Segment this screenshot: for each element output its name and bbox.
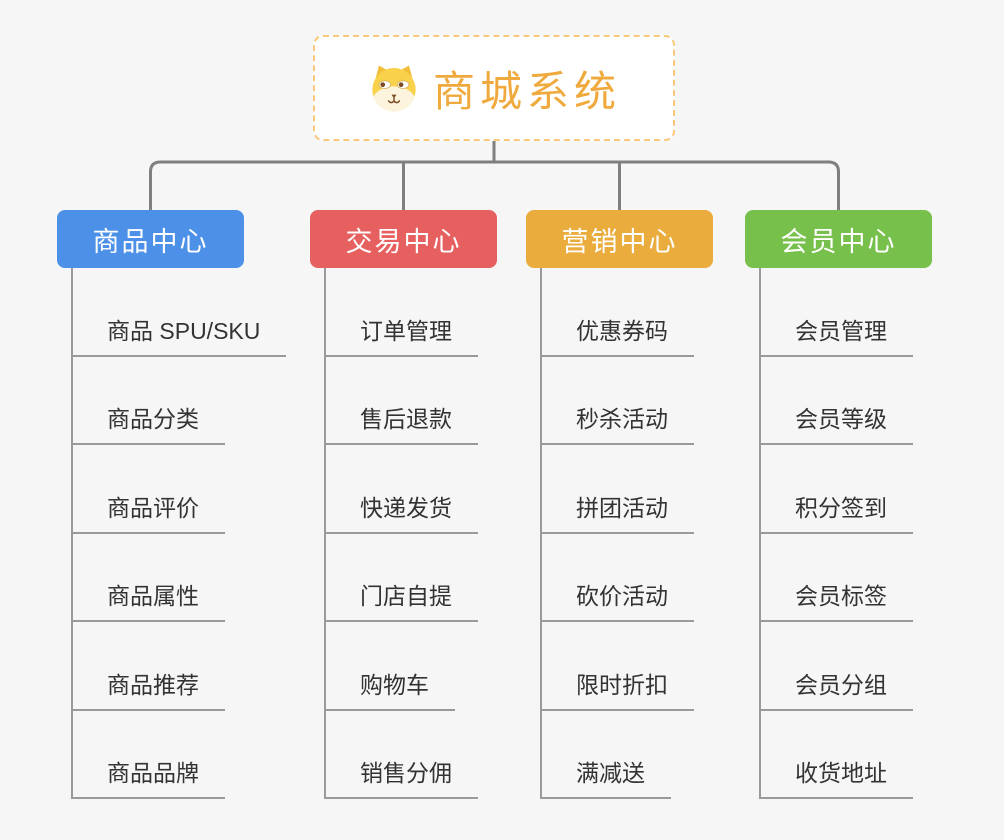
topic-item[interactable]: 商品属性 bbox=[73, 534, 225, 622]
topic-label: 商品 SPU/SKU bbox=[73, 312, 287, 357]
topic-label: 积分签到 bbox=[761, 489, 913, 534]
topic-label: 会员管理 bbox=[761, 312, 913, 357]
branch-marketing-center: 营销中心 优惠券码 秒杀活动 拼团活动 砍价活动 限时折扣 满减送 bbox=[526, 210, 713, 799]
topic-label: 订单管理 bbox=[326, 312, 478, 357]
topic-label: 满减送 bbox=[542, 754, 671, 799]
topic-item[interactable]: 购物车 bbox=[326, 622, 455, 711]
topic-label: 购物车 bbox=[326, 666, 455, 711]
topic-label: 商品评价 bbox=[73, 489, 225, 534]
topic-item[interactable]: 商品品牌 bbox=[73, 711, 225, 799]
branch-member-center: 会员中心 会员管理 会员等级 积分签到 会员标签 会员分组 收货地址 bbox=[745, 210, 932, 799]
topic-label: 商品推荐 bbox=[73, 666, 225, 711]
topic-item[interactable]: 会员管理 bbox=[761, 268, 913, 357]
branch-header-member-center[interactable]: 会员中心 bbox=[745, 210, 932, 268]
topic-item[interactable]: 商品分类 bbox=[73, 357, 225, 445]
topic-item[interactable]: 订单管理 bbox=[326, 268, 478, 357]
topic-item[interactable]: 商品 SPU/SKU bbox=[73, 268, 287, 357]
topic-item[interactable]: 售后退款 bbox=[326, 357, 478, 445]
topic-label: 商品分类 bbox=[73, 400, 225, 445]
topic-label: 秒杀活动 bbox=[542, 400, 694, 445]
branch-header-product-center[interactable]: 商品中心 bbox=[57, 210, 244, 268]
topic-item[interactable]: 快递发货 bbox=[326, 445, 478, 534]
branch-children: 优惠券码 秒杀活动 拼团活动 砍价活动 限时折扣 满减送 bbox=[540, 268, 713, 799]
topic-label: 会员等级 bbox=[761, 400, 913, 445]
topic-item[interactable]: 商品评价 bbox=[73, 445, 225, 534]
branch-children: 商品 SPU/SKU 商品分类 商品评价 商品属性 商品推荐 商品品牌 bbox=[71, 268, 287, 799]
topic-item[interactable]: 满减送 bbox=[542, 711, 671, 799]
root-node-mall-system[interactable]: 商城系统 bbox=[313, 35, 675, 141]
topic-label: 拼团活动 bbox=[542, 489, 694, 534]
branch-product-center: 商品中心 商品 SPU/SKU 商品分类 商品评价 商品属性 商品推荐 商品品牌 bbox=[57, 210, 287, 799]
root-title: 商城系统 bbox=[432, 67, 621, 115]
topic-label: 优惠券码 bbox=[542, 312, 694, 357]
topic-item[interactable]: 秒杀活动 bbox=[542, 357, 694, 445]
topic-label: 快递发货 bbox=[326, 489, 478, 534]
topic-item[interactable]: 会员分组 bbox=[761, 622, 913, 711]
branch-header-marketing-center[interactable]: 营销中心 bbox=[526, 210, 713, 268]
topic-item[interactable]: 商品推荐 bbox=[73, 622, 225, 711]
topic-label: 销售分佣 bbox=[326, 754, 478, 799]
topic-label: 收货地址 bbox=[761, 754, 913, 799]
topic-item[interactable]: 砍价活动 bbox=[542, 534, 694, 622]
topic-item[interactable]: 限时折扣 bbox=[542, 622, 694, 711]
topic-label: 门店自提 bbox=[326, 577, 478, 622]
topic-label: 砍价活动 bbox=[542, 577, 694, 622]
topic-label: 会员标签 bbox=[761, 577, 913, 622]
topic-label: 商品品牌 bbox=[73, 754, 225, 799]
topic-label: 商品属性 bbox=[73, 577, 225, 622]
topic-item[interactable]: 销售分佣 bbox=[326, 711, 478, 799]
topic-item[interactable]: 优惠券码 bbox=[542, 268, 694, 357]
topic-item[interactable]: 会员标签 bbox=[761, 534, 913, 622]
branch-children: 订单管理 售后退款 快递发货 门店自提 购物车 销售分佣 bbox=[324, 268, 497, 799]
branch-children: 会员管理 会员等级 积分签到 会员标签 会员分组 收货地址 bbox=[759, 268, 932, 799]
topic-item[interactable]: 拼团活动 bbox=[542, 445, 694, 534]
branch-trade-center: 交易中心 订单管理 售后退款 快递发货 门店自提 购物车 销售分佣 bbox=[310, 210, 497, 799]
branch-header-trade-center[interactable]: 交易中心 bbox=[310, 210, 497, 268]
topic-label: 售后退款 bbox=[326, 400, 478, 445]
topic-item[interactable]: 积分签到 bbox=[761, 445, 913, 534]
topic-label: 会员分组 bbox=[761, 666, 913, 711]
dog-face-icon bbox=[372, 65, 416, 112]
topic-label: 限时折扣 bbox=[542, 666, 694, 711]
topic-item[interactable]: 收货地址 bbox=[761, 711, 913, 799]
topic-item[interactable]: 会员等级 bbox=[761, 357, 913, 445]
topic-item[interactable]: 门店自提 bbox=[326, 534, 478, 622]
